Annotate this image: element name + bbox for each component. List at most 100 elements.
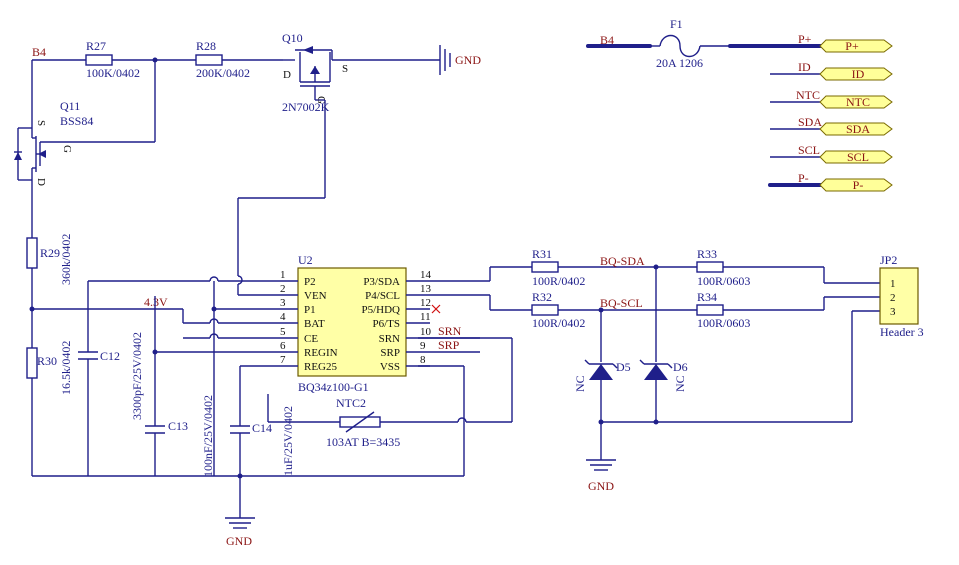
c12-ref: C12 <box>100 349 120 363</box>
r33-ref: R33 <box>697 247 717 261</box>
sda-wire <box>430 266 880 284</box>
junction-p1 <box>211 306 217 312</box>
net-label-scl: SCL <box>798 143 820 157</box>
net-label-sda: SDA <box>798 115 822 129</box>
r27-value: 100K/0402 <box>86 66 140 80</box>
u2-pin9-name: SRP <box>380 347 400 359</box>
port-ntc: NTC NTC <box>770 88 893 109</box>
top-wires <box>31 59 283 143</box>
capacitor-100nf: 100nF/25V/0402 <box>201 281 215 477</box>
u2-pin10-num: 10 <box>420 326 432 338</box>
c14-value: 1uF/25V/0402 <box>281 406 295 476</box>
capacitor-c14: C14 1uF/25V/0402 <box>230 366 295 518</box>
net-label-ntc: NTC <box>796 88 820 102</box>
q11-value: BSS84 <box>60 114 93 128</box>
r29-ref: R29 <box>40 246 60 260</box>
r32-value: 100R/0402 <box>532 316 585 330</box>
net-label-p-plus: P+ <box>798 32 812 46</box>
u2-pin4-num: 4 <box>280 311 286 323</box>
capacitor-c13: C13 3300pF/25V/0402 <box>130 296 188 476</box>
resistor-r31: R31 100R/0402 <box>531 247 585 288</box>
r30-ref: R30 <box>37 354 57 368</box>
u2-pin12-num: 12 <box>420 297 431 309</box>
junction-d5-gnd <box>598 419 604 425</box>
r34-ref: R34 <box>697 290 717 304</box>
net-label-bq-scl: BQ-SCL <box>600 296 643 310</box>
r27-ref: R27 <box>86 39 106 53</box>
u2-pin1-name: P2 <box>304 276 316 288</box>
port-scl: SCL SCL <box>770 143 893 164</box>
net-label-b4-left: B4 <box>32 45 46 59</box>
q10-ref: Q10 <box>282 31 303 45</box>
bottom-ground-rail <box>32 365 465 477</box>
junction-d6-gnd <box>653 419 659 425</box>
no-connect-mark <box>431 304 441 314</box>
net-label-srn: SRN <box>438 324 462 338</box>
d6-ref: D6 <box>673 360 688 374</box>
q11-pin-s: S <box>35 120 47 126</box>
resistor-r34: R34 100R/0603 <box>696 290 750 330</box>
c12-top-wire <box>88 276 278 282</box>
u2-pin10-name: SRN <box>379 333 400 345</box>
r34-value: 100R/0603 <box>697 316 750 330</box>
u2-pin8-name: VSS <box>380 361 400 373</box>
jp2-value: Header 3 <box>880 325 924 339</box>
gnd-symbol-top: GND <box>439 45 481 75</box>
u2-pin5-num: 5 <box>280 326 286 338</box>
ntc2-ref: NTC2 <box>336 396 366 410</box>
q10-pin-g: G <box>315 96 327 104</box>
tvs-diode-d5: D5 NC <box>573 310 631 460</box>
r28-value: 200K/0402 <box>196 66 250 80</box>
r32-ref: R32 <box>532 290 552 304</box>
u2-pin2-name: VEN <box>304 290 327 302</box>
net-label-gnd-top: GND <box>455 53 481 67</box>
u2-pin5-name: CE <box>304 333 318 345</box>
jp2-ref: JP2 <box>880 253 897 267</box>
r30-value: 16.5k/0402 <box>59 341 73 395</box>
resistor-r33: R33 100R/0603 <box>696 247 750 288</box>
net-label-id: ID <box>798 60 811 74</box>
capacitor-c12: C12 <box>78 281 120 476</box>
q10-gate-wire <box>237 100 326 296</box>
scl-wire <box>430 294 880 311</box>
port-sda-label: SDA <box>846 122 870 136</box>
u2-pin13-name: P4/SCL <box>365 290 400 302</box>
thermistor-ntc2: NTC2 103AT B=3435 <box>267 337 513 449</box>
net-label-srp: SRP <box>438 338 460 352</box>
ntc2-value: 103AT B=3435 <box>326 435 400 449</box>
q10-pin-d: D <box>283 69 291 81</box>
port-sda: SDA SDA <box>770 115 893 136</box>
tvs-diode-d6: D6 NC <box>639 267 688 422</box>
port-p-minus-label: P- <box>853 178 864 192</box>
port-id-label: ID <box>852 67 865 81</box>
mosfet-q11: Q11 BSS84 S G D <box>14 99 93 238</box>
resistor-r29: R29 360k/0402 <box>26 234 73 285</box>
r33-value: 100R/0603 <box>697 274 750 288</box>
q10-pin-s: S <box>342 63 348 75</box>
u2-pin3-num: 3 <box>280 297 286 309</box>
u2-pin11-num: 11 <box>420 311 431 323</box>
port-p-plus-label: P+ <box>845 39 859 53</box>
u2-pin4-name: BAT <box>304 318 325 330</box>
q10-value: 2N7002K <box>282 100 330 114</box>
f1-ref: F1 <box>670 17 683 31</box>
net-label-gnd-bottom-left: GND <box>226 534 252 548</box>
u2-pin8-num: 8 <box>420 354 426 366</box>
mosfet-q10: Q10 D S G 2N7002K <box>282 31 440 114</box>
ic-u2: U2 BQ34z100-G1 1 2 3 4 5 6 7 P2 VEN P1 B… <box>278 253 432 394</box>
net-label-gnd-bottom-mid: GND <box>588 479 614 493</box>
port-ntc-label: NTC <box>846 95 870 109</box>
u2-pin13-num: 13 <box>420 283 432 295</box>
r29-value: 360k/0402 <box>59 234 73 285</box>
r31-value: 100R/0402 <box>532 274 585 288</box>
header-jp2: JP2 1 2 3 Header 3 <box>879 253 924 339</box>
fuse-section: B4 F1 20A 1206 <box>586 17 822 70</box>
net-label-bq-sda: BQ-SDA <box>600 254 645 268</box>
resistor-r32: R32 100R/0402 <box>531 290 585 330</box>
jp2-pin2: 2 <box>890 292 896 304</box>
u2-pin1-num: 1 <box>280 269 286 281</box>
divider-to-bat-wire <box>32 308 278 324</box>
u2-pin6-num: 6 <box>280 340 286 352</box>
jp2-pin1: 1 <box>890 278 896 290</box>
